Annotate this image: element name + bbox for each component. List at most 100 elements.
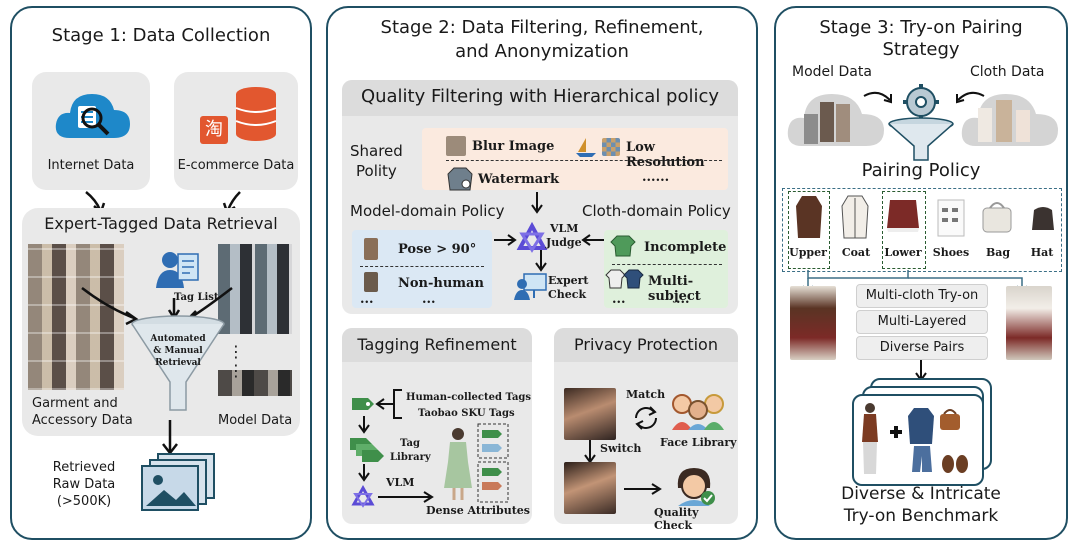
expert-retrieval-block: Expert-Tagged Data Retrieval ⋮ ⋮ Tag Lis… xyxy=(22,208,300,436)
vlm-label: VLM xyxy=(386,476,415,489)
cloth-ellipsis-1: ... xyxy=(612,292,626,307)
vlm-logo-small-icon xyxy=(351,484,375,508)
human-collected-tags-label: Human-collected Tags xyxy=(406,392,532,403)
stage1-panel: Stage 1: Data Collection Internet Data 淘… xyxy=(10,6,312,540)
model-ellipsis-2: ... xyxy=(422,292,436,307)
cloth-data-cloud xyxy=(961,94,1058,146)
boat-icon xyxy=(576,138,596,157)
upper-dashed-highlight xyxy=(788,191,830,269)
benchmark-outfit-illustration xyxy=(862,403,968,474)
retrieved-label-3: (>500K) xyxy=(56,494,112,509)
non-human-label: Non-human xyxy=(398,276,484,291)
pairing-policy-label: Pairing Policy xyxy=(861,160,981,181)
bag-icon xyxy=(982,202,1012,233)
stage2-title-1: Stage 2: Data Filtering, Refinement, xyxy=(380,17,704,38)
incomplete-label: Incomplete xyxy=(644,240,727,255)
watermark-label: Watermark xyxy=(478,172,560,187)
upper-icon xyxy=(796,196,822,238)
low-resolution-thumb xyxy=(602,138,620,156)
tag-library-icon xyxy=(350,438,384,462)
arrow-shared-to-vlm xyxy=(531,192,543,214)
model-grid-ellipsis: ⋮ ⋮ xyxy=(228,342,256,380)
arrow-cloth-to-vlm xyxy=(581,234,604,246)
stage3-title-2: Strategy xyxy=(882,39,960,60)
cloth-domain-policy-label: Cloth-domain Policy xyxy=(582,202,731,220)
stage3-title-1: Stage 3: Try-on Pairing xyxy=(819,17,1023,38)
expert-check-label-1: Expert xyxy=(548,274,589,287)
funnel-line-3: Retrieval xyxy=(155,358,201,368)
ecommerce-data-card: 淘 E-commerce Data xyxy=(174,72,298,190)
cloth-policy-divider xyxy=(612,264,722,265)
anonymized-face-photo xyxy=(564,462,616,514)
category-label-shoes: Shoes xyxy=(932,246,970,259)
taobao-logo: 淘 xyxy=(200,116,228,144)
cloth-ellipsis-2: ... xyxy=(676,292,690,307)
tag-library-label-1: Tag xyxy=(400,438,420,449)
shared-policy-more: ...... xyxy=(642,170,670,185)
model-ellipsis-1: ... xyxy=(360,292,374,307)
database-icon xyxy=(235,87,277,141)
garment-category-row xyxy=(782,188,1062,272)
funnel-line-2: & Manual xyxy=(153,346,203,356)
category-label-coat: Coat xyxy=(841,246,871,259)
model-image-grid-bottom xyxy=(218,370,292,396)
cloth-data-title: Cloth Data xyxy=(970,64,1045,80)
model-photo-right xyxy=(1006,286,1052,360)
benchmark-title-1: Diverse & Intricate xyxy=(841,484,1001,504)
model-data-title: Model Data xyxy=(792,64,872,80)
vlm-judge-label-2: Judge xyxy=(546,236,582,249)
shared-policy-label-1: Shared xyxy=(350,142,403,160)
face-library-icon xyxy=(672,394,724,430)
ecommerce-data-label: E-commerce Data xyxy=(177,158,295,173)
privacy-protection-title: Privacy Protection xyxy=(554,328,738,362)
model-domain-policy-label: Model-domain Policy xyxy=(350,202,505,220)
retrieved-label-2: Raw Data xyxy=(52,477,116,492)
shared-policy-label-2: Polity xyxy=(356,162,397,180)
lower-icon xyxy=(887,200,919,232)
low-resolution-label: Low Resolution xyxy=(626,140,705,170)
cloud-search-icon xyxy=(55,94,130,138)
funnel-line-1: Automated xyxy=(150,334,206,344)
dense-attributes-label: Dense Attributes xyxy=(426,504,530,517)
tagging-refinement-title: Tagging Refinement xyxy=(342,328,532,362)
multi-subject-label: Multi-subject xyxy=(648,274,701,304)
category-label-upper: Upper xyxy=(789,246,827,259)
coat-icon xyxy=(841,195,869,239)
chip-multi-layered: Multi-Layered xyxy=(856,310,988,334)
tag-library-label-2: Library xyxy=(390,452,431,463)
match-label: Match xyxy=(626,388,666,401)
dense-attributes-figure xyxy=(444,423,509,503)
category-label-hat: Hat xyxy=(1030,246,1054,259)
arrow-to-raw-data xyxy=(162,420,178,456)
garment-image-grid-overlay xyxy=(28,244,124,390)
category-label-lower: Lower xyxy=(884,246,922,259)
retrieval-funnel-icon xyxy=(131,315,225,411)
chip-diverse-pairs: Diverse Pairs xyxy=(856,336,988,360)
watermark-jacket-icon xyxy=(447,167,473,191)
arrows-into-pairing xyxy=(863,91,985,104)
tag-icon xyxy=(352,398,374,410)
model-policy-divider xyxy=(360,266,484,267)
quality-check-label: Quality Check xyxy=(654,506,699,532)
expert-monitor-icon xyxy=(514,273,547,300)
arrow-vlm-to-attributes xyxy=(378,491,434,503)
arrow-switch-down xyxy=(584,440,596,464)
model-data-label: Model Data xyxy=(218,413,293,428)
benchmark-title-2: Try-on Benchmark xyxy=(843,506,999,526)
switch-label: Switch xyxy=(600,442,642,455)
pairing-gear-funnel-icon xyxy=(888,84,954,161)
shoes-icon xyxy=(937,199,965,237)
retrieved-label-1: Retrieved xyxy=(52,460,116,475)
arrow-model-to-vlm xyxy=(494,234,517,246)
stage2-panel: Stage 2: Data Filtering, Refinement, and… xyxy=(326,6,758,540)
cycle-arrows-icon xyxy=(635,406,657,430)
hat-icon xyxy=(1032,207,1054,230)
stage3-panel: Stage 3: Try-on Pairing Strategy Model D… xyxy=(774,6,1068,540)
privacy-protection-block: Privacy Protection Match Face Library Sw… xyxy=(554,328,738,532)
arrow-to-quality-check xyxy=(624,483,662,495)
blur-image-thumb xyxy=(446,136,466,156)
model-data-cloud xyxy=(787,94,884,146)
face-library-label: Face Library xyxy=(660,436,737,449)
garment-image-grid xyxy=(28,244,124,390)
shared-policy-box xyxy=(422,128,728,190)
